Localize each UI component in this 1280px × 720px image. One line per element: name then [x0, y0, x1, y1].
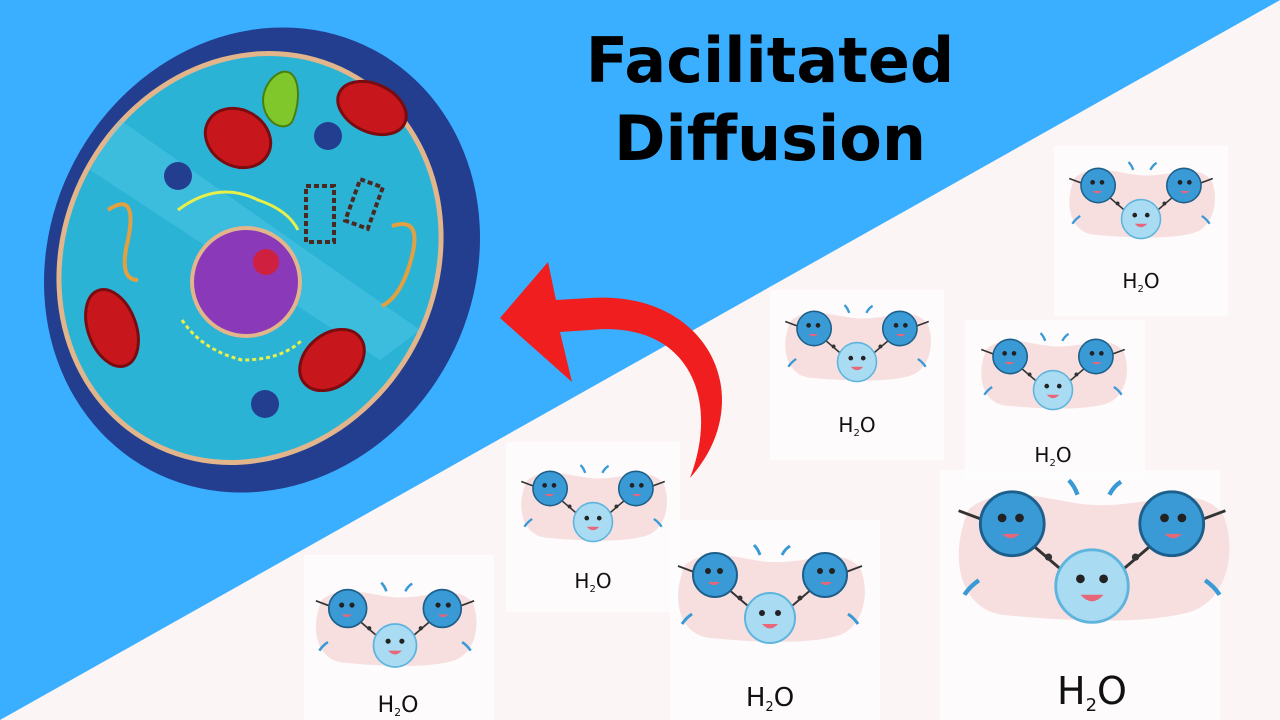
- title-line-1: Facilitated: [585, 24, 955, 97]
- h2o-label: H2O: [1057, 669, 1127, 716]
- animal-cell-icon: [44, 27, 480, 493]
- h2o-label: H2O: [838, 413, 875, 439]
- curved-arrow-icon: [500, 262, 722, 478]
- h2o-label: H2O: [378, 693, 419, 719]
- h2o-label: H2O: [1122, 269, 1159, 295]
- title-line-2: Diffusion: [614, 102, 926, 175]
- page-title: Facilitated Diffusion: [520, 22, 1020, 178]
- h2o-label: H2O: [1034, 443, 1071, 469]
- h2o-label: H2O: [574, 569, 611, 595]
- h2o-label: H2O: [746, 683, 794, 715]
